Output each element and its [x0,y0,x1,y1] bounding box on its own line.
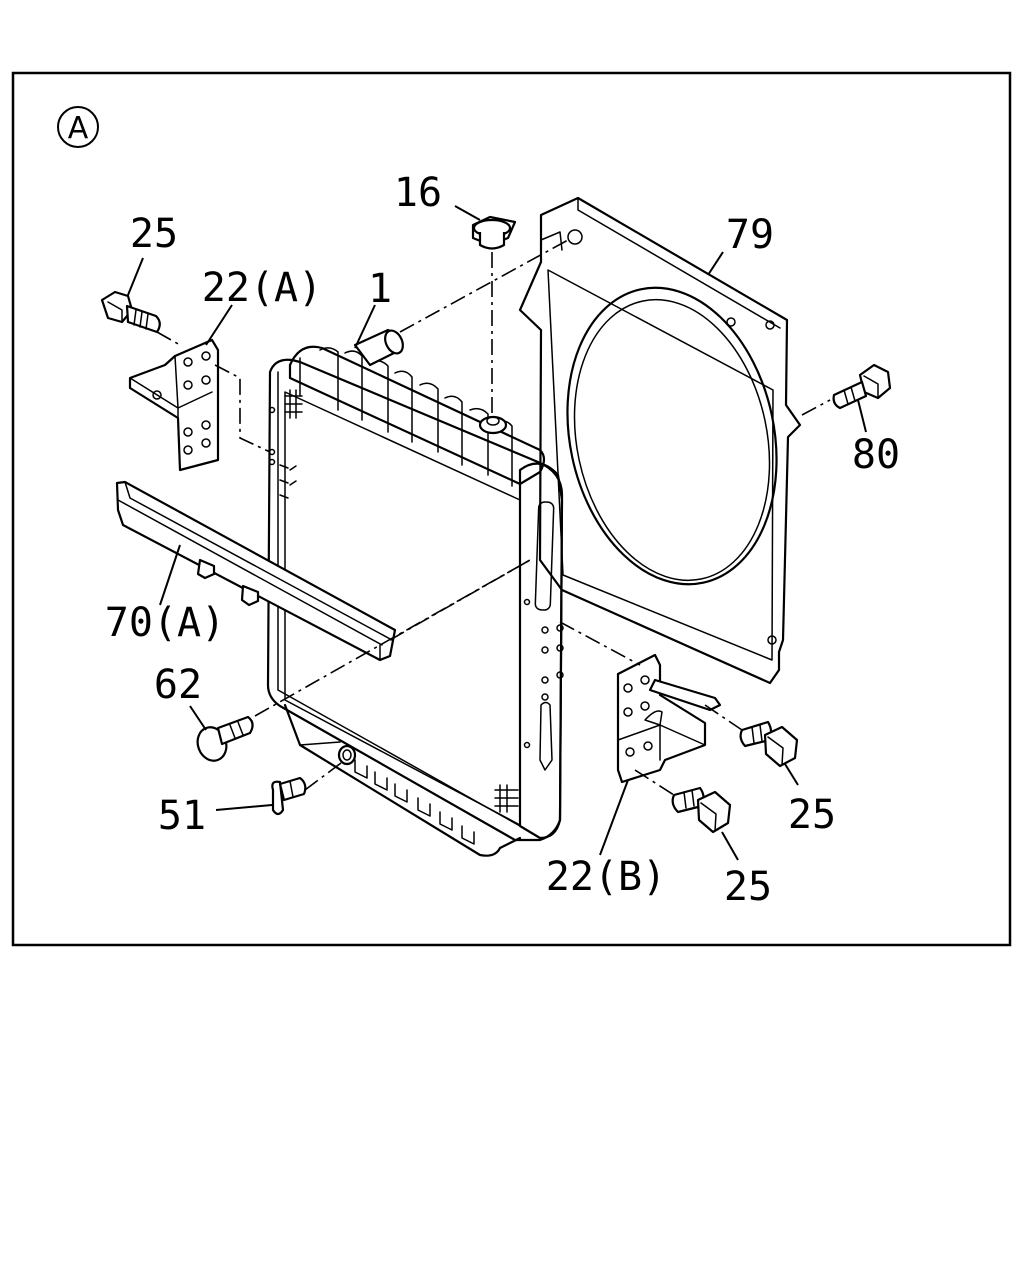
callout-25-bottom: 25 [724,864,772,910]
diagram-frame [11,71,1012,947]
assembly-lines [156,239,831,796]
fan-shroud [518,196,802,685]
callout-51: 51 [158,793,206,839]
radiator-cap-16 [471,215,517,250]
bracket-22b [616,653,722,784]
drain-plug-51 [271,776,307,816]
radiator [266,328,564,857]
callout-62: 62 [154,662,202,708]
callout-22a: 22(A) [202,265,322,311]
callout-25-mid: 25 [788,792,836,838]
view-marker: A [57,106,99,148]
callout-22b: 22(B) [546,854,666,900]
view-marker-letter: A [68,111,89,146]
bolt-25-mid [739,720,799,768]
callout-25-top: 25 [130,211,178,257]
bolt-62 [196,715,254,762]
stay-70a [115,480,397,662]
callout-16: 16 [394,170,442,216]
callout-79: 79 [726,212,774,258]
bolt-25-top [100,290,161,334]
leader-lines [127,205,867,861]
bolt-80 [832,363,892,410]
bolt-25-bottom [671,786,732,834]
callout-80: 80 [852,432,900,478]
callout-1: 1 [368,266,392,312]
bracket-22a [128,338,220,472]
callout-70a: 70(A) [105,600,225,646]
